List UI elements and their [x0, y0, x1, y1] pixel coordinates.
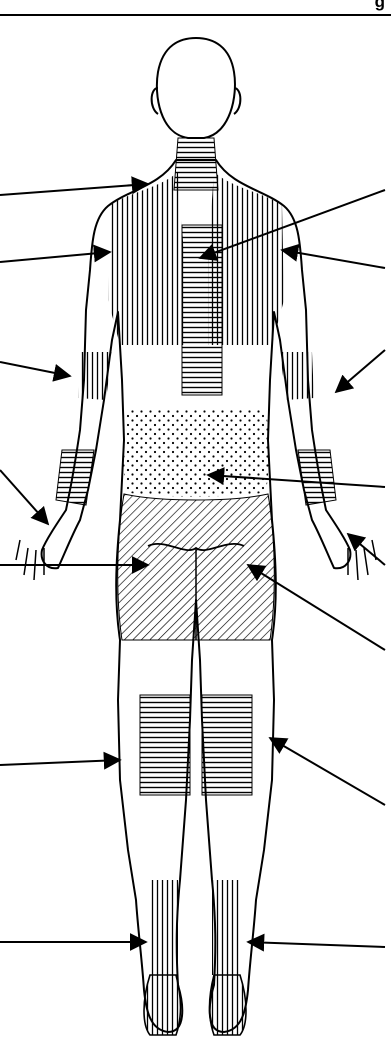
arrow-right-ankle [248, 942, 385, 947]
arrow-neck [0, 184, 148, 195]
region-spine [182, 225, 222, 395]
region-knees [140, 695, 252, 795]
arrow-left-knee [0, 760, 120, 765]
arrow-left-arm [0, 362, 70, 376]
region-lower-back [123, 410, 269, 497]
region-neck [174, 138, 218, 190]
arrow-right-knee [270, 738, 385, 805]
feet [144, 975, 246, 1035]
region-ankles [150, 880, 240, 975]
arrow-right-arm [336, 350, 385, 392]
arrow-left-hand [0, 470, 48, 524]
